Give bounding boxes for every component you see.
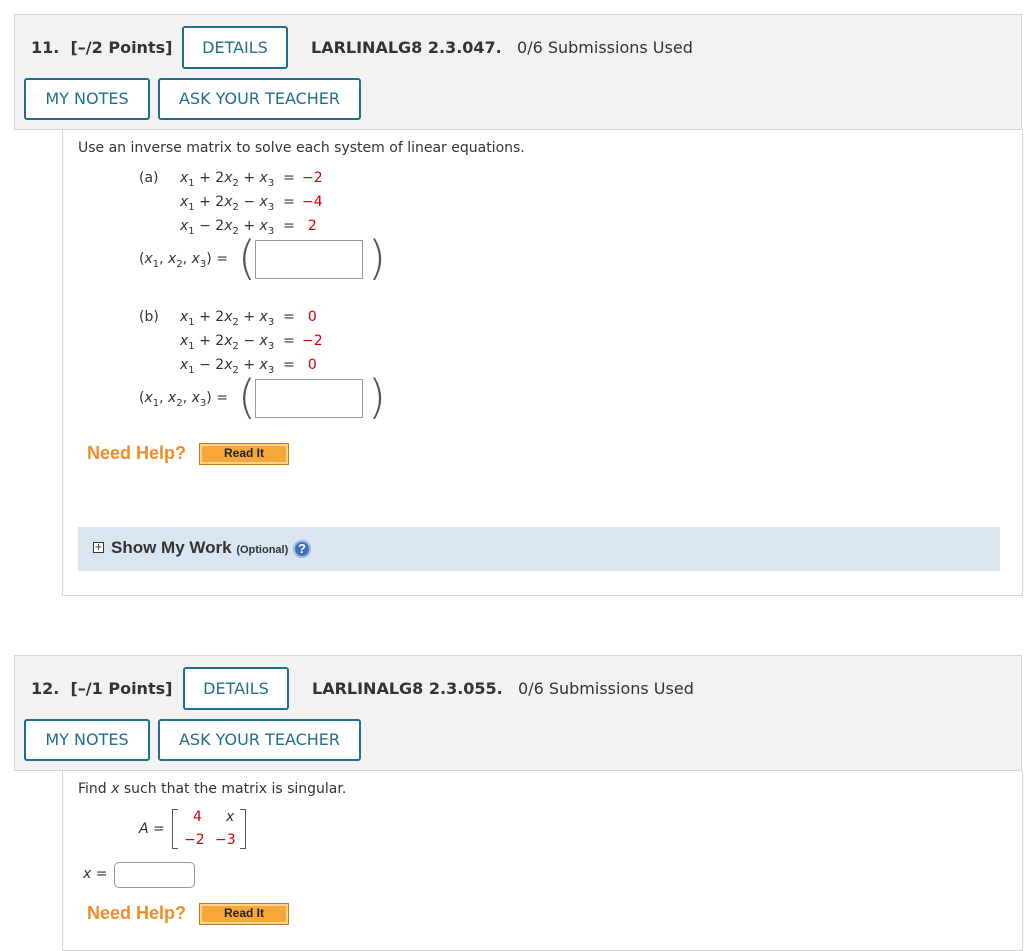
q12-matrix-a12: x xyxy=(226,809,235,825)
q11-b-tuple-label: (x1, x2, x3) = xyxy=(139,390,228,409)
q11-a-eq3: x1 − 2x2 + x3 = 2 xyxy=(180,218,317,237)
q11-instructions: Use an inverse matrix to solve each syst… xyxy=(78,140,525,156)
q12-matrix-label: A = xyxy=(139,821,165,837)
q12-read-it-button[interactable]: Read It xyxy=(199,903,289,925)
q11-body xyxy=(62,130,1023,596)
matrix-left-bracket xyxy=(172,809,178,849)
q11-a-eq1: x1 + 2x2 + x3 = −2 xyxy=(180,170,323,189)
q11-a-tuple-label: (x1, x2, x3) = xyxy=(139,251,228,270)
q11-reference: LARLINALG8 2.3.047. 0/6 Submissions Used xyxy=(311,38,693,57)
q12-x-label: x = xyxy=(83,866,108,882)
q11-b-right-paren: ) xyxy=(368,370,386,424)
q11-a-eq2: x1 + 2x2 − x3 = −4 xyxy=(180,194,323,213)
q11-b-answer-input[interactable] xyxy=(255,379,363,418)
q12-ask-teacher-button[interactable]: ASK YOUR TEACHER xyxy=(158,719,361,761)
q11-part-b-label: (b) xyxy=(139,309,159,325)
q11-b-eq3: x1 − 2x2 + x3 = 0 xyxy=(180,357,317,376)
q12-matrix-a21: −2 xyxy=(184,832,205,848)
q12-matrix-a22: −3 xyxy=(215,832,236,848)
q12-x-answer-input[interactable] xyxy=(114,862,195,888)
q11-b-eq2: x1 + 2x2 − x3 = −2 xyxy=(180,333,323,352)
q12-reference: LARLINALG8 2.3.055. 0/6 Submissions Used xyxy=(312,679,694,698)
q12-instructions: Find x such that the matrix is singular. xyxy=(78,781,347,797)
q11-b-eq1: x1 + 2x2 + x3 = 0 xyxy=(180,309,317,328)
q11-a-right-paren: ) xyxy=(368,231,386,285)
q11-read-it-button[interactable]: Read It xyxy=(199,443,289,465)
q12-details-button[interactable]: DETAILS xyxy=(183,667,289,710)
q12-number: 12. [–/1 Points] xyxy=(31,679,173,698)
q11-show-my-work-label[interactable]: Show My Work (Optional) xyxy=(111,538,289,557)
help-question-icon[interactable]: ? xyxy=(293,540,311,558)
q11-ask-teacher-button[interactable]: ASK YOUR TEACHER xyxy=(158,78,361,120)
q12-need-help-label: Need Help? xyxy=(87,903,187,923)
q11-details-button[interactable]: DETAILS xyxy=(182,26,288,69)
q12-matrix-a11: 4 xyxy=(193,809,202,825)
q11-a-answer-input[interactable] xyxy=(255,240,363,279)
expand-plus-icon[interactable]: + xyxy=(93,542,104,553)
q11-b-left-paren: ( xyxy=(238,370,256,424)
q11-need-help-label: Need Help? xyxy=(87,443,187,463)
q12-my-notes-button[interactable]: MY NOTES xyxy=(24,719,150,761)
q11-show-my-work-bar[interactable] xyxy=(78,527,1000,571)
q11-my-notes-button[interactable]: MY NOTES xyxy=(24,78,150,120)
matrix-right-bracket xyxy=(240,809,246,849)
q11-a-left-paren: ( xyxy=(238,231,256,285)
q11-part-a-label: (a) xyxy=(139,170,159,186)
q11-number: 11. [–/2 Points] xyxy=(31,38,173,57)
